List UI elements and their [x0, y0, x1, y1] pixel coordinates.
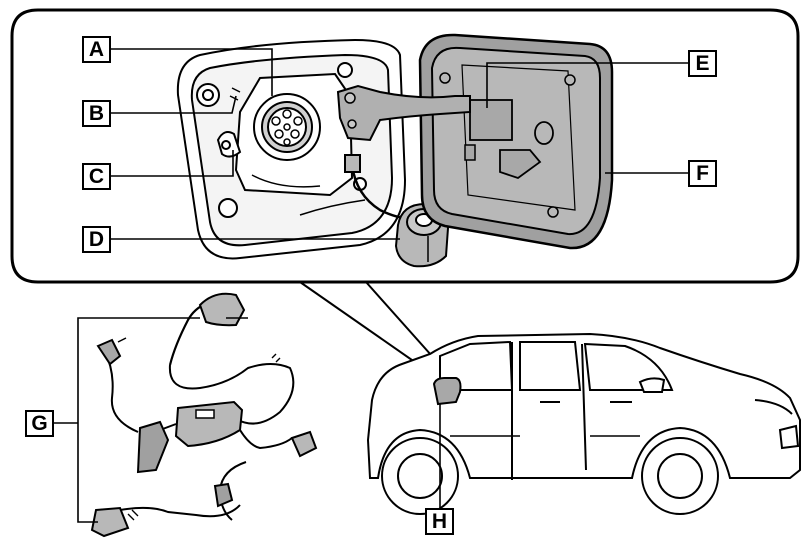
callout-pointer-left	[299, 281, 433, 375]
charging-socket	[253, 93, 321, 161]
label-h: H	[425, 508, 454, 535]
label-d: D	[82, 226, 111, 253]
charging-cable	[90, 292, 318, 538]
hinge-bolt	[347, 119, 357, 129]
lid-hinge-arm	[336, 84, 471, 142]
label-g: G	[25, 410, 54, 437]
hinge-pivot	[344, 92, 356, 104]
label-f: F	[688, 160, 717, 187]
charging-lid	[418, 33, 614, 250]
leader-lines-cable	[54, 317, 200, 523]
label-e: E	[688, 50, 717, 77]
label-b: B	[82, 100, 111, 127]
vehicle-outline	[366, 332, 801, 515]
leader-lines-callout	[111, 48, 688, 240]
label-a: A	[82, 36, 111, 63]
vehicle-charging-port	[432, 377, 462, 406]
label-c: C	[82, 163, 111, 190]
